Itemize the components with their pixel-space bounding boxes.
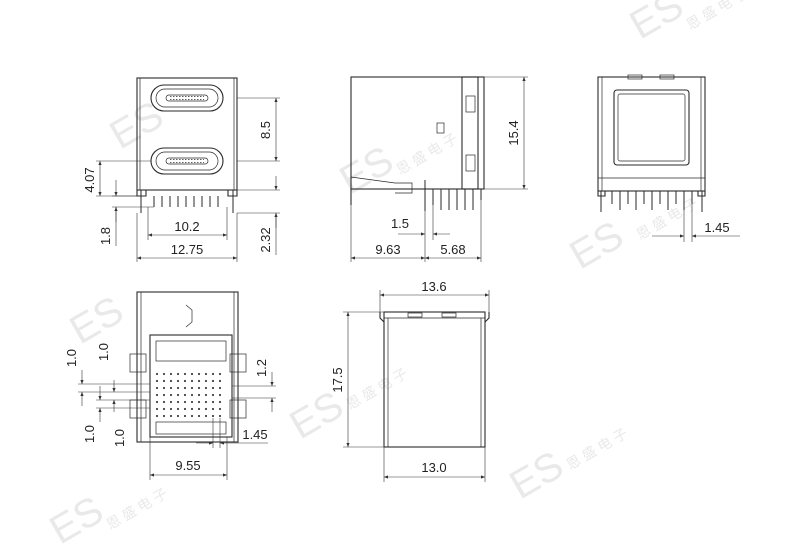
dim-lower-height: 4.07 [82,167,97,192]
front-pins [140,190,234,213]
bottom-body [136,291,239,443]
watermark-chinese: 恩 盛 电 子 [564,425,631,473]
rear-window [613,89,690,166]
dim-pin-depth: 5.68 [440,242,465,257]
top-view: 13.6 17.5 13.0 [330,279,490,482]
dim-top-width: 13.6 [421,279,446,294]
watermark-chinese: 恩 盛 电 子 [684,0,751,33]
dim-pin-gap: 1.5 [391,216,409,231]
watermark-chinese: 恩 盛 电 子 [394,130,461,178]
dim-pin-offset: 1.8 [98,227,113,245]
side-body [350,76,479,190]
watermark-chinese: 恩 盛 电 子 [104,485,171,533]
dim-top-length: 17.5 [330,367,345,392]
dim-rear-pin-pitch: 1.45 [704,220,729,235]
front-body [136,77,238,191]
dim-pitch-left-4: 1.0 [112,429,127,447]
dim-body-depth: 9.63 [375,242,400,257]
side-pins [424,180,482,211]
bottom-view: 1.0 1.0 1.0 1.0 1.2 1.45 9.55 [64,291,276,480]
dim-row-pitch: 1.2 [254,359,269,377]
front-view: 8.5 2.32 4.07 1.8 10.2 12.75 [82,77,280,262]
top-body [383,311,486,448]
dim-pitch-left-2: 1.0 [96,343,111,361]
watermark-brand: ES [623,0,691,48]
dim-bottom-width: 13.0 [421,460,446,475]
watermark-brand: ES [333,138,401,203]
usb-c-port-upper [150,84,224,112]
dim-pitch-left-1: 1.0 [64,349,79,367]
watermark-brand: ES [503,443,571,508]
dim-pitch-left-3: 1.0 [82,425,97,443]
dim-side-height: 15.4 [506,120,521,145]
dim-port-pitch: 8.5 [258,121,273,139]
rear-pins [600,191,703,212]
side-latch-upper [465,95,476,113]
watermark-chinese: 恩 盛 电 子 [634,195,701,243]
watermark-brand: ES [563,213,631,278]
dim-col-pitch: 1.45 [242,427,267,442]
watermark-chinese: 恩 盛 电 子 [344,365,411,413]
dim-pin-length: 2.32 [258,227,273,252]
side-view: 15.4 1.5 9.63 5.68 [350,76,528,262]
dim-pin-span: 10.2 [174,219,199,234]
dim-total-width: 12.75 [171,242,204,257]
watermark: ES 恩 盛 电 子 ES ES 恩 盛 电 子 ES 恩 盛 电 子 ES E… [43,0,751,546]
dim-grid-width: 9.55 [175,458,200,473]
rear-view: 1.45 [597,74,740,242]
pad-grid [155,372,222,418]
side-latch-lower [465,154,476,172]
watermark-brand: ES [43,488,111,546]
